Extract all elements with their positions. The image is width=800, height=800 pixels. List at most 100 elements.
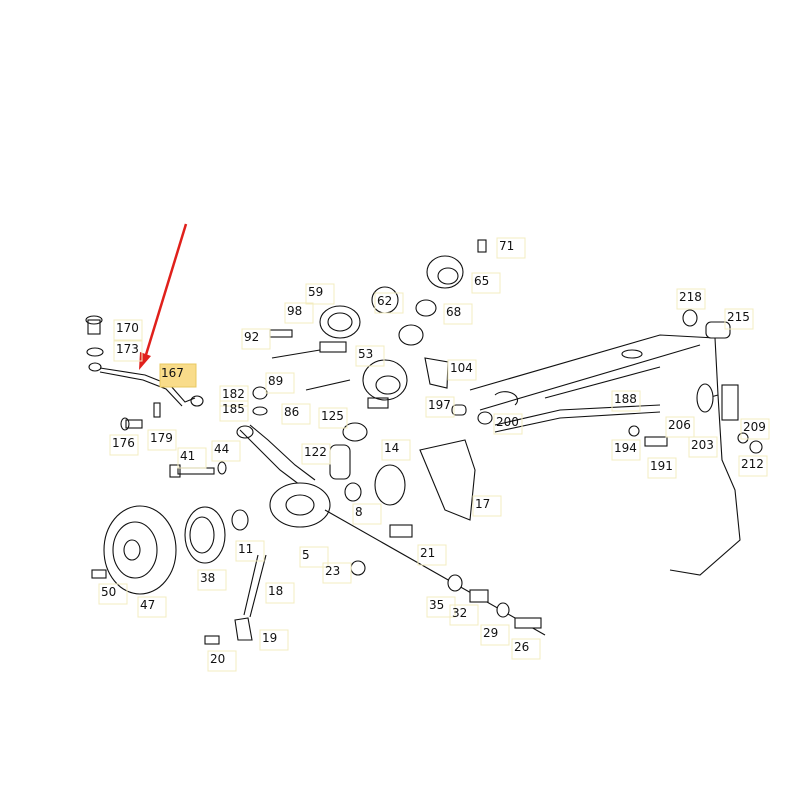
label-box xyxy=(665,416,695,438)
plug-23 xyxy=(350,560,366,576)
part-label-53: 53 xyxy=(358,347,373,361)
label-box xyxy=(318,407,348,429)
label-box xyxy=(352,503,382,525)
washer-185 xyxy=(252,406,268,416)
ring-218 xyxy=(682,309,698,327)
part-label-11: 11 xyxy=(238,542,253,556)
part-label-179: 179 xyxy=(150,431,173,445)
highlight-box-167 xyxy=(159,363,197,388)
part-label-197: 197 xyxy=(428,398,451,412)
nut-212 xyxy=(749,440,763,454)
label-box xyxy=(299,546,329,568)
bolt-92 xyxy=(269,329,293,338)
part-label-209: 209 xyxy=(743,420,766,434)
label-box xyxy=(374,292,404,314)
label-box xyxy=(611,439,641,461)
part-label-38: 38 xyxy=(200,571,215,585)
pulley-47 xyxy=(103,505,177,595)
label-box xyxy=(98,583,128,605)
label-box xyxy=(284,302,314,324)
label-box xyxy=(426,596,456,618)
label-box xyxy=(447,359,477,381)
bolt-50 xyxy=(91,569,107,579)
part-label-41: 41 xyxy=(180,449,195,463)
part-200 xyxy=(477,411,493,425)
part-label-173: 173 xyxy=(116,342,139,356)
label-box xyxy=(724,308,754,330)
red-arrow-icon xyxy=(139,223,188,370)
label-box xyxy=(177,447,207,469)
washer-44 xyxy=(217,461,227,475)
label-box xyxy=(235,540,265,562)
pulley-38 xyxy=(184,506,226,564)
label-box xyxy=(197,569,227,591)
part-label-35: 35 xyxy=(429,598,444,612)
part-14 xyxy=(374,464,406,506)
label-box xyxy=(109,434,139,456)
bolt-170 xyxy=(85,315,104,357)
part-label-71: 71 xyxy=(499,239,514,253)
part-label-200: 200 xyxy=(496,415,519,429)
part-label-182: 182 xyxy=(222,387,245,401)
gasket-17 xyxy=(419,439,476,521)
part-label-44: 44 xyxy=(214,442,229,456)
part-203 xyxy=(721,384,739,421)
hose-122 xyxy=(329,444,351,480)
label-box xyxy=(355,345,385,367)
part-label-59: 59 xyxy=(308,285,323,299)
label-box xyxy=(281,403,311,425)
bolt-41 xyxy=(169,464,215,478)
part-label-206: 206 xyxy=(668,418,691,432)
label-box xyxy=(113,319,143,341)
ring-209 xyxy=(737,432,749,444)
part-label-65: 65 xyxy=(474,274,489,288)
part-label-29: 29 xyxy=(483,626,498,640)
part-label-8: 8 xyxy=(355,505,363,519)
label-box xyxy=(511,638,541,660)
water-pump xyxy=(231,424,331,531)
part-label-188: 188 xyxy=(614,392,637,406)
part-label-62: 62 xyxy=(377,294,392,308)
label-box xyxy=(241,328,271,350)
label-box xyxy=(496,237,526,259)
clamp-125 xyxy=(342,422,368,442)
part-label-89: 89 xyxy=(268,374,283,388)
label-box xyxy=(493,413,523,435)
bolts-89-86 xyxy=(271,349,351,391)
label-box xyxy=(471,272,501,294)
part-label-20: 20 xyxy=(210,652,225,666)
part-label-212: 212 xyxy=(741,457,764,471)
part-label-194: 194 xyxy=(614,441,637,455)
clip-179 xyxy=(153,402,161,418)
label-box xyxy=(611,390,641,412)
ring-35 xyxy=(447,574,463,592)
part-label-50: 50 xyxy=(101,585,116,599)
part-label-215: 215 xyxy=(727,310,750,324)
part-label-218: 218 xyxy=(679,290,702,304)
rod-18 xyxy=(243,554,267,618)
label-box xyxy=(740,418,770,440)
label-box xyxy=(443,303,473,325)
part-label-92: 92 xyxy=(244,330,259,344)
part-label-32: 32 xyxy=(452,606,467,620)
label-box xyxy=(449,604,479,626)
part-label-19: 19 xyxy=(262,631,277,645)
label-box xyxy=(219,400,249,422)
part-label-5: 5 xyxy=(302,548,310,562)
part-label-125: 125 xyxy=(321,409,344,423)
bolt-176 xyxy=(120,417,143,431)
sensor-26 xyxy=(514,617,542,629)
bolt-20 xyxy=(204,635,220,645)
part-label-191: 191 xyxy=(650,459,673,473)
part-8 xyxy=(344,482,362,502)
part-label-167: 167 xyxy=(161,366,184,380)
ring-194 xyxy=(628,425,640,437)
label-box xyxy=(381,439,411,461)
label-box xyxy=(322,562,352,584)
label-box xyxy=(647,457,677,479)
part-label-86: 86 xyxy=(284,405,299,419)
part-label-17: 17 xyxy=(475,497,490,511)
part-label-203: 203 xyxy=(691,438,714,452)
label-box xyxy=(688,436,718,458)
